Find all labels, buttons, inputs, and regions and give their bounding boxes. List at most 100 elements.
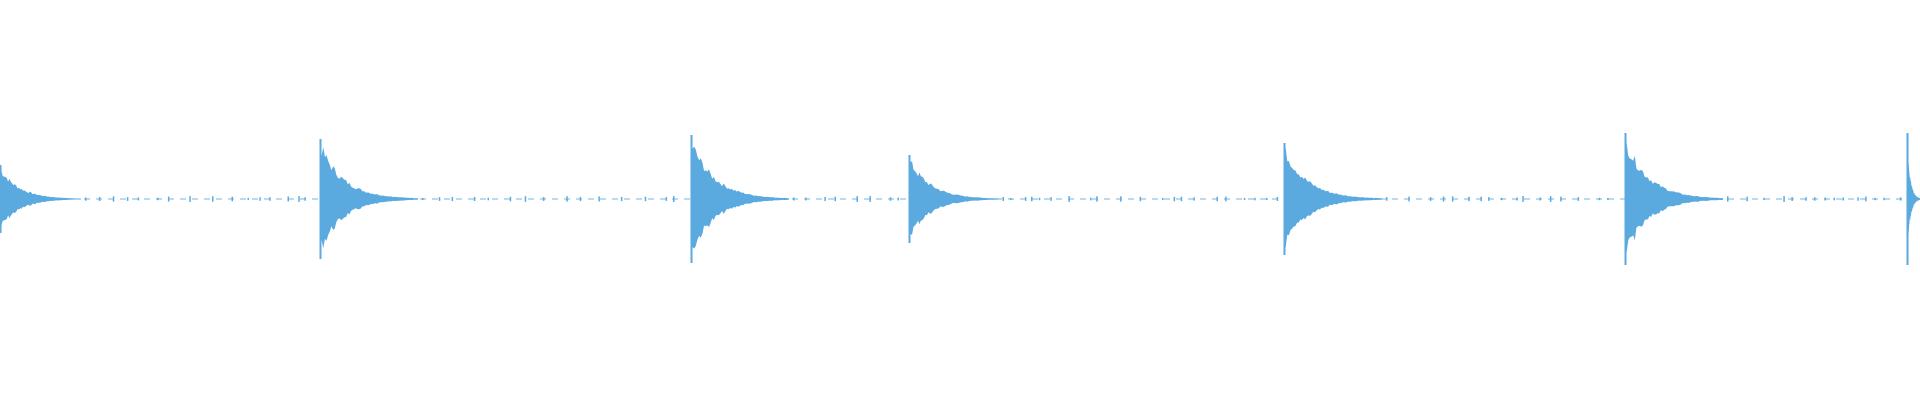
waveform-noise-tick [1763,197,1765,201]
waveform-noise-tick [644,196,647,202]
waveform-noise-tick [1577,197,1580,201]
waveform-noise-tick [856,196,858,202]
waveform-noise-tick [834,196,836,202]
waveform-noise-tick [157,197,159,201]
waveform-noise-tick [869,196,871,202]
waveform-transient [691,140,789,255]
waveform-transient [909,158,999,238]
waveform-noise-tick [1522,196,1524,202]
waveform-noise-tick [304,197,306,201]
waveform-noise-tick [1225,196,1227,202]
waveform-noise-tick [1120,196,1122,202]
waveform-noise-tick [85,197,87,201]
waveform-noise-tick [509,196,512,202]
waveform-noise-tick [1865,196,1867,202]
waveform-noise-tick [451,196,454,202]
transients-group [0,133,1920,265]
waveform-noise-tick [824,197,826,201]
waveform-noise-tick [566,196,568,202]
waveform-transient [1907,143,1920,252]
waveform-noise-tick [1386,197,1388,201]
waveform-noise-tick [1451,196,1454,202]
waveform-noise-tick [1429,197,1432,201]
waveform-noise-tick [287,196,289,202]
waveform-noise-tick [1560,196,1562,202]
waveform-noise-tick [598,196,600,202]
waveform-noise-tick [1243,198,1246,201]
waveform-noise-tick [1180,196,1183,202]
waveform-noise-dots [85,196,1902,202]
waveform-noise-tick [1442,196,1445,202]
waveform-noise-tick [1549,196,1552,202]
waveform-noise-tick [1193,197,1195,201]
waveform-noise-tick [579,197,582,201]
waveform-noise-tick [259,197,261,201]
waveform-transient [1625,135,1723,260]
waveform-noise-tick [1068,196,1070,202]
waveform-noise-tick [137,197,140,201]
waveform-noise-tick [1857,197,1859,201]
waveform-transient [1284,147,1382,248]
waveform-transient [320,147,418,249]
waveform-noise-tick [1516,197,1518,201]
waveform-noise-tick [673,196,675,202]
waveform-noise-tick [1824,197,1826,201]
waveform-noise-tick [212,196,214,202]
waveform-noise-tick [1216,196,1218,202]
waveform-noise-tick [1408,196,1410,202]
waveform-noise-tick [1480,196,1482,202]
waveform-noise-tick [1842,197,1844,201]
waveform-noise-tick [1050,197,1052,201]
waveform-noise-tick [1031,196,1033,202]
waveform-noise-tick [889,197,892,201]
waveform-noise-tick [473,196,476,201]
waveform-noise-tick [620,196,623,202]
waveform-noise-tick [1833,197,1835,201]
waveform-noise-tick [793,197,795,201]
waveform-noise-tick [98,197,101,201]
waveform-noise-tick [1539,197,1541,201]
waveform-noise-tick [1139,196,1142,202]
waveform-noise-tick [1002,197,1004,201]
waveform-noise-tick [1598,197,1601,201]
waveform-noise-tick [487,197,489,201]
waveform-noise-tick [542,197,545,201]
waveform-transient [0,169,81,228]
waveform-noise-tick [1038,197,1041,201]
waveform-noise-tick [1500,197,1503,201]
waveform-noise-tick [112,196,115,202]
waveform-noise-tick [1173,196,1176,202]
waveform-noise-tick [1883,197,1885,201]
waveform-noise-tick [167,196,170,202]
waveform-noise-tick [1488,197,1490,201]
waveform-noise-tick [126,197,129,201]
waveform-noise-tick [1805,197,1807,201]
waveform-noise-tick [1727,196,1729,202]
waveform-noise-tick [1010,198,1012,200]
waveform-noise-tick [1899,197,1902,201]
waveform-noise-tick [1607,198,1609,201]
waveform-noise-tick [665,197,668,201]
waveform-noise-tick [247,198,249,201]
waveform-noise-tick [1024,197,1027,201]
waveform-noise-tick [269,197,271,201]
waveform-noise-tick [1090,197,1092,201]
waveform-noise-tick [1814,197,1816,201]
waveform-noise-tick [897,197,899,201]
waveform-noise-tick [1254,197,1256,201]
waveform-noise-tick [231,196,233,202]
waveform-noise-tick [422,197,424,200]
waveform-noise-tick [1468,196,1470,202]
waveform-noise-tick [1096,196,1098,202]
waveform-noise-tick [438,197,441,201]
waveform-noise-tick [1783,196,1785,202]
waveform-noise-tick [805,197,807,201]
waveform-noise-tick [189,196,191,202]
waveform-noise-tick [524,196,527,202]
waveform-noise-tick [1266,197,1268,201]
waveform-noise-tick [1162,198,1164,201]
waveform-noise-tick [1874,197,1876,201]
waveform-noise-tick [1276,197,1279,201]
